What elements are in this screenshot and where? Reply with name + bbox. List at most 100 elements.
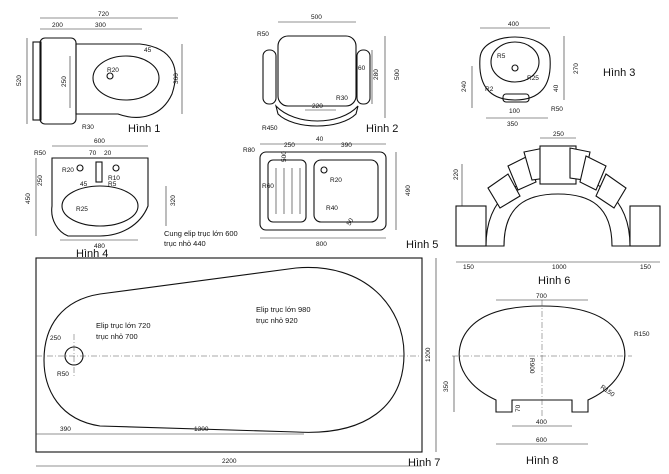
fig3-dim-40: 40 <box>553 84 560 92</box>
fig4-dim-480: 480 <box>94 243 105 250</box>
fig4-dim-r20: R20 <box>62 167 74 174</box>
fig4-tap-left <box>76 164 84 172</box>
fig2-label: Hình 2 <box>366 123 398 135</box>
fig1-label: Hình 1 <box>128 123 160 135</box>
fig7-dim-2200: 2200 <box>222 458 237 465</box>
fig4-dim-450: 450 <box>25 193 32 204</box>
fig1-dim-520: 520 <box>16 75 23 86</box>
fig6-dim-150-left: 150 <box>463 264 474 271</box>
fig2-left-arm <box>262 49 277 105</box>
fig1-dim-r20: R20 <box>107 67 119 74</box>
figure-2: 500 R50 60 280 500 220 R30 R450 Hình 2 <box>257 14 401 135</box>
fig2-dim-60: 60 <box>358 65 366 72</box>
fig5-sink-bowl <box>313 159 379 223</box>
fig1-drain <box>106 72 114 80</box>
fig4-dim-45: 45 <box>80 181 88 188</box>
fig3-dim-r25: R25 <box>527 75 539 82</box>
fig5-dim-390: 390 <box>341 142 352 149</box>
fig1-bowl-outline <box>75 43 176 118</box>
fig3-dim-240: 240 <box>461 81 468 92</box>
fig6-label: Hình 6 <box>538 275 570 287</box>
fig3-drain <box>511 64 519 72</box>
fig4-basin-outer <box>51 157 149 237</box>
fig1-dim-360: 360 <box>173 73 180 84</box>
fig8-dim-70: 70 <box>515 404 522 412</box>
fig5-dim-500: 500 <box>281 151 288 162</box>
fig6-voussoir-1 <box>487 173 521 209</box>
fig4-dim-r5: R5 <box>108 181 117 188</box>
fig5-sink-drain <box>320 166 328 174</box>
fig4-label: Hình 4 <box>76 248 108 260</box>
fig6-voussoir-7 <box>595 173 627 209</box>
fig3-dim-100: 100 <box>509 108 520 115</box>
fig2-dim-r30: R30 <box>336 95 348 102</box>
fig3-dim-270: 270 <box>573 63 580 74</box>
fig8-label: Hình 8 <box>526 455 558 467</box>
fig3-label: Hình 3 <box>603 67 635 79</box>
fig7-tub-frame <box>35 257 423 453</box>
fig4-dim-r50: R50 <box>34 150 46 157</box>
fig5-dim-50: 50 <box>346 217 356 227</box>
fig5-dim-250: 250 <box>284 142 295 149</box>
fig2-right-arm <box>356 49 371 105</box>
fig7-note-left-major: Elip trục lớn 720 <box>96 321 151 330</box>
fig4-faucet <box>95 161 103 183</box>
fig5-label: Hình 5 <box>406 239 438 251</box>
fig2-dim-280: 280 <box>373 69 380 80</box>
fig6-voussoir-6 <box>579 155 607 191</box>
figure-5: R80 250 40 390 500 R20 R60 R40 490 50 80… <box>243 136 438 251</box>
fig7-note-right-minor: trục nhỏ 920 <box>256 316 298 325</box>
figure-7: 250 R50 390 1300 1200 2200 Elip trục lớn… <box>35 257 440 469</box>
fig4-basin-inner <box>61 185 139 227</box>
fig4-dim-70: 70 <box>89 150 97 157</box>
fig6-dim-220: 220 <box>453 169 460 180</box>
figure-3: 400 R5 R25 270 240 R2 R50 100 350 40 Hìn… <box>461 21 635 128</box>
fig3-dim-350: 350 <box>507 121 518 128</box>
fig2-dim-r450: R450 <box>262 125 278 132</box>
fig7-tub-inner <box>43 266 405 433</box>
fig8-dim-400: 400 <box>536 419 547 426</box>
fig8-dim-r150-bottom: R150 <box>599 384 616 399</box>
fig7-dim-250: 250 <box>50 335 61 342</box>
fig4-dim-r25: R25 <box>76 206 88 213</box>
fig7-note-right-major: Elip trục lớn 980 <box>256 305 311 314</box>
fig5-dim-r80: R80 <box>243 147 255 154</box>
fig6-dim-150-right: 150 <box>640 264 651 271</box>
fig3-tap-block <box>502 93 530 103</box>
fig4-dim-250: 250 <box>37 175 44 186</box>
fig2-dim-500v: 500 <box>394 69 401 80</box>
fig7-dim-1300: 1300 <box>194 426 209 433</box>
fig2-dim-r50: R50 <box>257 31 269 38</box>
fig7-dim-1200: 1200 <box>425 347 432 362</box>
fig2-dim-220: 220 <box>312 103 323 110</box>
fig1-dim-250: 250 <box>61 76 68 87</box>
fig4-note-major: Cung elip trục lớn 600 <box>164 229 238 238</box>
fig5-dim-800: 800 <box>316 241 327 248</box>
fig1-dim-45: 45 <box>144 47 152 54</box>
fig7-dim-390: 390 <box>60 426 71 433</box>
fig8-dim-350: 350 <box>443 381 450 392</box>
fig8-dim-700: 700 <box>536 293 547 300</box>
fig3-dim-400: 400 <box>508 21 519 28</box>
fig6-pier-right <box>629 205 661 247</box>
fig6-pier-left <box>455 205 487 247</box>
fig4-tap-right <box>112 164 120 172</box>
fig5-dim-r40: R40 <box>326 205 338 212</box>
fig4-dim-320: 320 <box>170 195 177 206</box>
fig5-drainboard <box>267 159 307 223</box>
fig1-dim-r30: R30 <box>82 124 94 131</box>
fig3-dim-r2: R2 <box>485 86 494 93</box>
fig1-dim-300: 300 <box>95 22 106 29</box>
fig1-dim-200: 200 <box>52 22 63 29</box>
fig6-dim-250: 250 <box>553 131 564 138</box>
fig7-label: Hình 7 <box>408 457 440 469</box>
fig2-seat <box>277 35 357 107</box>
figure-6: 250 220 150 1000 150 Hình 6 <box>453 131 661 287</box>
fig5-dim-r60: R60 <box>262 183 274 190</box>
fig1-tank-back <box>32 41 42 121</box>
fig5-dim-r20: R20 <box>330 177 342 184</box>
fig2-backrest <box>274 104 359 127</box>
figure-4: 600 R50 70 20 R20 R10 R5 45 450 250 R25 … <box>25 138 238 260</box>
